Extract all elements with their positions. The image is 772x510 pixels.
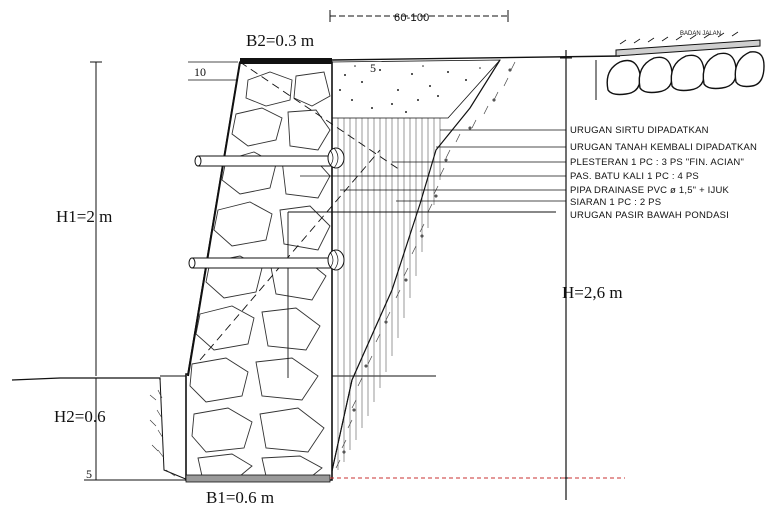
legend-item-1: URUGAN SIRTU DIPADATKAN bbox=[570, 125, 709, 136]
wall-top-cap bbox=[240, 58, 332, 64]
b1-label: B1=0.6 m bbox=[206, 488, 274, 507]
stone-pattern bbox=[189, 71, 331, 477]
road-section bbox=[595, 31, 765, 100]
excavation-soil-hatch bbox=[149, 389, 176, 477]
dashed-line-2 bbox=[239, 61, 401, 171]
legend-leaders bbox=[300, 129, 566, 202]
foundation-sand-layer bbox=[185, 474, 331, 483]
legend-item-5: PIPA DRAINASE PVC ø 1,5" + IJUK bbox=[570, 185, 730, 196]
top-small-label: 5 bbox=[370, 61, 376, 75]
top-thickness-label: 10 bbox=[194, 65, 206, 79]
top-width-label: 60-100 bbox=[394, 12, 429, 24]
legend-item-3: PLESTERAN 1 PC : 3 PS "FIN. ACIAN" bbox=[570, 157, 744, 168]
wall-front-face bbox=[187, 61, 241, 377]
bottom-small-label: 5 bbox=[86, 467, 92, 481]
road-label: BADAN JALAN bbox=[680, 31, 721, 37]
ground-line-left bbox=[11, 377, 161, 381]
top-surface-line bbox=[331, 55, 621, 61]
legend-item-6: SIARAN 1 PC : 2 PS bbox=[570, 197, 661, 208]
drainage-pipe-upper bbox=[194, 147, 345, 169]
legend-item-4: PAS. BATU KALI 1 PC : 4 PS bbox=[570, 171, 699, 182]
gravel-fill-region bbox=[331, 59, 501, 119]
drainage-pipe-lower bbox=[188, 249, 345, 271]
gravel-dots bbox=[339, 65, 481, 113]
total-height-label: H=2,6 m bbox=[562, 283, 623, 302]
natural-soil-slope bbox=[329, 59, 501, 481]
legend-item-7: URUGAN PASIR BAWAH PONDASI bbox=[570, 210, 729, 221]
b2-label: B2=0.3 m bbox=[246, 31, 314, 50]
dashed-line-1 bbox=[199, 149, 381, 361]
backfill-vertical-hatch bbox=[337, 118, 441, 470]
h1-label: H1=2 m bbox=[56, 207, 112, 226]
legend-item-2: URUGAN TANAH KEMBALI DIPADATKAN bbox=[570, 142, 757, 153]
natural-soil-hatch bbox=[335, 61, 516, 469]
h2-label: H2=0.6 bbox=[54, 407, 106, 426]
